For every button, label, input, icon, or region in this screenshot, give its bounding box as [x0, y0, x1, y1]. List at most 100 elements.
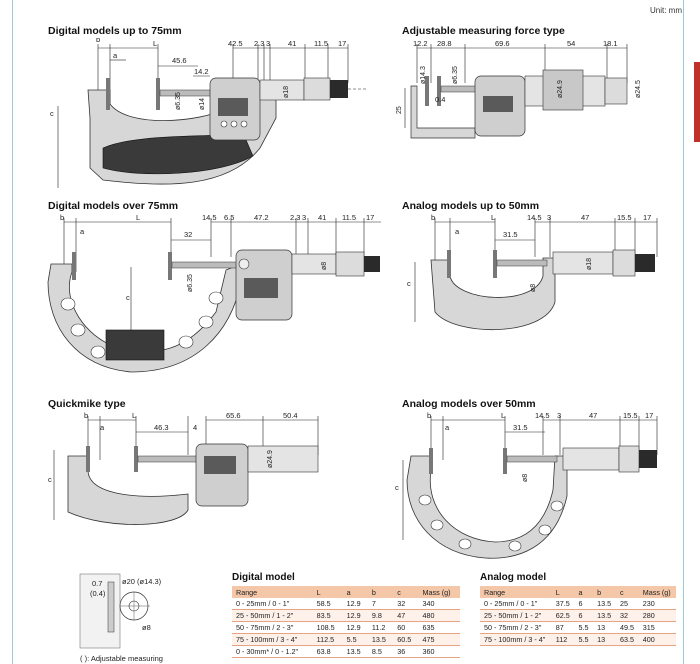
unit-label: Unit: mm — [650, 6, 682, 15]
svg-text:b: b — [84, 411, 88, 420]
table-cell: 6 — [574, 598, 594, 610]
table-cell: 49.5 — [615, 621, 639, 634]
table-cell: 0 - 25mm / 0 - 1" — [232, 598, 313, 610]
svg-text:17: 17 — [338, 39, 346, 48]
table-cell: 360 — [418, 645, 460, 658]
table-cell: 75 - 100mm / 3 - 4" — [480, 633, 552, 646]
table-cell: 112.5 — [312, 633, 343, 646]
title-digital-over-75: Digital models over 75mm — [48, 200, 179, 212]
table-cell: 12.9 — [342, 598, 368, 610]
svg-text:47: 47 — [589, 411, 597, 420]
table-cell: 480 — [418, 609, 460, 622]
title-analog-up-to-50: Analog models up to 50mm — [402, 200, 540, 212]
svg-text:b: b — [427, 411, 431, 420]
svg-text:2.3: 2.3 — [290, 213, 300, 222]
table-cell: 62.5 — [551, 609, 575, 622]
svg-text:31.5: 31.5 — [513, 423, 528, 432]
svg-text:18.1: 18.1 — [603, 39, 618, 48]
table-cell: 13 — [593, 621, 616, 634]
table-header-row: Range L a b c Mass (g) — [232, 586, 460, 598]
header-l: L — [551, 586, 575, 598]
svg-text:3: 3 — [266, 39, 270, 48]
table-cell: 230 — [638, 598, 676, 610]
table-cell: 32 — [393, 598, 419, 610]
svg-text:ø8: ø8 — [321, 262, 328, 270]
svg-text:4: 4 — [193, 423, 197, 432]
table-cell: 50 - 75mm / 2 - 3" — [480, 621, 552, 634]
red-page-tab — [694, 62, 700, 142]
table-cell: 47 — [393, 609, 419, 622]
table-cell: 25 - 50mm / 1 - 2" — [232, 609, 313, 622]
title-analog-over-50: Analog models over 50mm — [402, 398, 536, 410]
svg-text:14.5: 14.5 — [527, 213, 542, 222]
header-l: L — [312, 586, 343, 598]
svg-text:L: L — [136, 213, 140, 222]
svg-text:3: 3 — [302, 213, 306, 222]
table-cell: 13.5 — [593, 598, 616, 610]
svg-text:3: 3 — [547, 213, 551, 222]
svg-text:11.5: 11.5 — [314, 39, 328, 48]
svg-text:0.4: 0.4 — [435, 95, 445, 104]
table-cell: 108.5 — [312, 621, 343, 634]
svg-text:ø6.35: ø6.35 — [175, 92, 182, 110]
svg-text:14.5: 14.5 — [202, 213, 217, 222]
table-cell: 400 — [638, 633, 676, 646]
table-cell: 6 — [574, 609, 594, 622]
svg-text:50.4: 50.4 — [283, 411, 298, 420]
svg-text:L: L — [501, 411, 505, 420]
svg-text:ø24.5: ø24.5 — [635, 80, 642, 98]
digital-model-table: Range L a b c Mass (g) 0 - 25mm / 0 - 1"… — [232, 586, 460, 658]
svg-text:ø18: ø18 — [586, 258, 593, 270]
svg-text:45.6: 45.6 — [172, 56, 187, 65]
table-cell: 83.5 — [312, 609, 343, 622]
svg-text:17: 17 — [366, 213, 374, 222]
svg-text:ø18: ø18 — [283, 86, 290, 98]
header-range: Range — [480, 586, 552, 598]
table-cell: 0 - 25mm / 0 - 1" — [480, 598, 552, 610]
title-adjustable-force: Adjustable measuring force type — [402, 25, 565, 37]
svg-text:ø24.9: ø24.9 — [557, 80, 564, 98]
table-cell: 13.5 — [342, 645, 368, 658]
table-cell: 635 — [418, 621, 460, 634]
svg-text:41: 41 — [288, 39, 296, 48]
svg-text:c: c — [407, 279, 411, 288]
svg-text:c: c — [50, 109, 54, 118]
svg-text:69.6: 69.6 — [495, 39, 510, 48]
svg-text:17: 17 — [643, 213, 651, 222]
header-b: b — [367, 586, 394, 598]
svg-text:a: a — [455, 227, 460, 236]
svg-text:47: 47 — [581, 213, 589, 222]
header-mass: Mass (g) — [418, 586, 460, 598]
svg-text:ø20 (ø14.3): ø20 (ø14.3) — [122, 577, 162, 586]
digital-table-title: Digital model — [232, 572, 295, 583]
table-cell: 13.5 — [593, 609, 616, 622]
table-cell: 25 - 50mm / 1 - 2" — [480, 609, 552, 622]
table-cell: 9.8 — [367, 609, 394, 622]
svg-text:c: c — [126, 293, 130, 302]
figure-anvil-detail: 0.7 (0.4) ø20 (ø14.3) ø8 — [79, 573, 162, 649]
svg-text:32: 32 — [184, 230, 192, 239]
table-cell: 7 — [367, 598, 394, 610]
svg-text:b: b — [60, 213, 64, 222]
table-cell: 13.5 — [367, 633, 394, 646]
svg-text:17: 17 — [645, 411, 653, 420]
svg-text:a: a — [113, 51, 118, 60]
svg-text:2.3: 2.3 — [254, 39, 264, 48]
header-c: c — [393, 586, 419, 598]
table-cell: 11.2 — [367, 621, 394, 634]
svg-text:L: L — [153, 39, 157, 48]
svg-text:b: b — [431, 213, 435, 222]
table-cell: 12.9 — [342, 609, 368, 622]
table-cell: 60 — [393, 621, 419, 634]
svg-text:6.5: 6.5 — [224, 213, 234, 222]
svg-text:42.5: 42.5 — [228, 39, 243, 48]
svg-text:ø14.3: ø14.3 — [420, 66, 427, 84]
svg-text:15.5: 15.5 — [617, 213, 632, 222]
svg-text:L: L — [132, 411, 136, 420]
svg-text:14.2: 14.2 — [194, 67, 209, 76]
table-cell: 50 - 75mm / 2 - 3" — [232, 621, 313, 634]
